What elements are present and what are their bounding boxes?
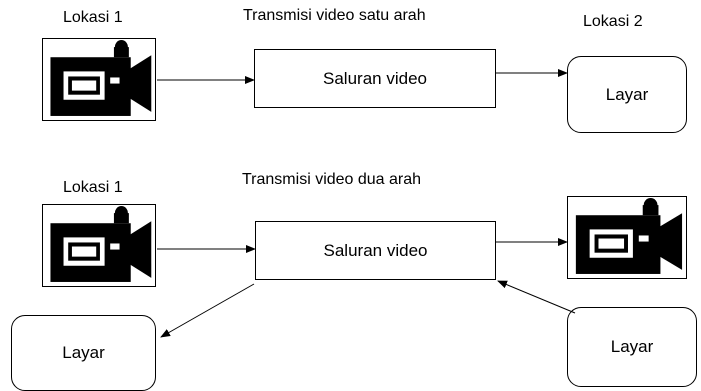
top-channel-label: Saluran video [323, 68, 427, 88]
bottom-location1-label: Lokasi 1 [63, 179, 123, 196]
bottom-channel-label: Saluran video [323, 240, 428, 260]
bottom-left-screen: Layar [11, 315, 156, 391]
bottom-right-screen: Layar [567, 307, 697, 387]
bottom-left-video-camera-icon [42, 204, 156, 287]
bottom-title: Transmisi video dua arah [242, 171, 422, 188]
bottom-video-channel: Saluran video [255, 221, 496, 280]
top-location2-label: Lokasi 2 [583, 13, 643, 30]
bottom-left-screen-label: Layar [62, 343, 105, 362]
bottom-arrow-channel-to-left-screen [160, 283, 255, 338]
bottom-arrow-right-screen-to-channel [497, 280, 576, 314]
top-video-camera-icon [42, 38, 156, 121]
top-title: Transmisi video satu arah [243, 7, 426, 24]
top-location1-label: Lokasi 1 [63, 9, 123, 26]
bottom-right-video-camera-icon [567, 196, 687, 279]
top-video-channel: Saluran video [254, 49, 496, 108]
top-screen-label: Layar [605, 84, 649, 104]
top-screen: Layar [567, 56, 687, 133]
bottom-right-screen-label: Layar [610, 337, 654, 356]
